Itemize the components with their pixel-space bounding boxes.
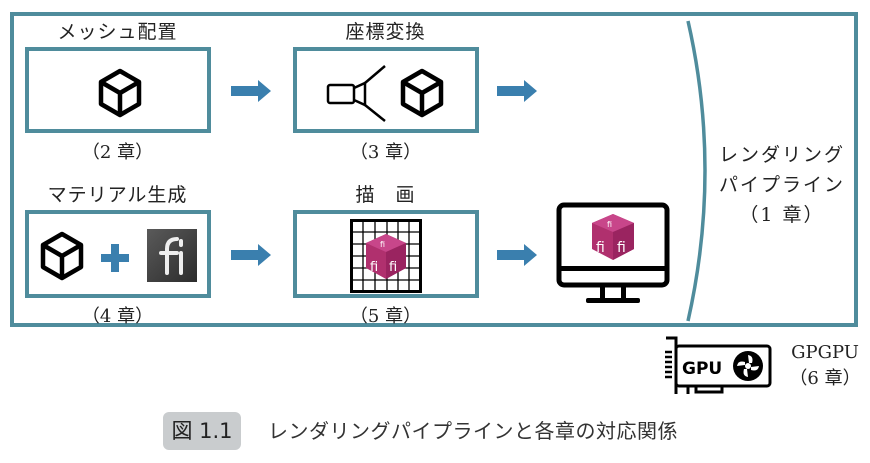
svg-text:fi: fi [370,260,378,275]
gpgpu-chapter: （6 章） [789,368,861,389]
chapter-label-material: （4 章） [81,306,154,327]
figure-caption: レンダリングパイプラインと各章の対応関係 [268,419,678,443]
stage-box-render: fi fi fi [293,210,479,298]
stage-title-transform: 座標変換 [345,21,426,43]
fan-icon [733,351,763,381]
stage-box-transform [293,47,479,133]
svg-text:fi: fi [617,240,626,256]
plus-icon [101,244,129,272]
figure-number-badge: 図 1.1 [163,412,241,450]
svg-text:fi: fi [389,260,397,275]
cube-icon [98,68,142,118]
monitor-icon: fi fi fi [556,202,670,303]
chapter-label-transform: （3 章） [349,142,422,163]
svg-text:fi: fi [607,220,612,229]
textured-cube-icon: fi fi fi [366,234,406,279]
gpgpu-title: GPGPU [791,342,859,363]
pipeline-arc [686,20,707,322]
stage-title-mesh: メッシュ配置 [57,21,178,43]
arrow-icon [497,80,537,102]
arrow-icon [497,244,537,266]
raster-grid-icon: fi fi fi [350,219,422,293]
arrow-icon [231,80,271,102]
pipeline-label-line1: レンダリング [718,144,845,166]
pipeline-label: レンダリング パイプライン （1 章） [712,140,852,230]
gpu-card-icon: GPU [665,336,772,394]
stage-title-material: マテリアル生成 [47,184,188,206]
stage-title-render: 描 画 [355,184,416,206]
gpgpu-label: GPGPU （6 章） [780,340,870,392]
svg-text:fi: fi [596,240,605,256]
chapter-label-mesh: （2 章） [81,142,154,163]
textured-cube-icon: fi fi fi [592,214,634,260]
stage-box-mesh [25,47,211,133]
cube-icon [40,231,84,281]
camera-icon [326,65,386,122]
pipeline-chapter: （1 章） [739,204,825,226]
arrow-icon [231,244,271,266]
cube-icon [400,68,444,118]
texture-icon [147,229,197,282]
gpu-icon-text: GPU [682,359,722,379]
chapter-label-render: （5 章） [349,306,422,327]
pipeline-label-line2: パイプライン [718,174,845,196]
stage-box-material [25,210,211,298]
pipeline-frame [10,12,858,327]
svg-text:fi: fi [380,240,385,249]
